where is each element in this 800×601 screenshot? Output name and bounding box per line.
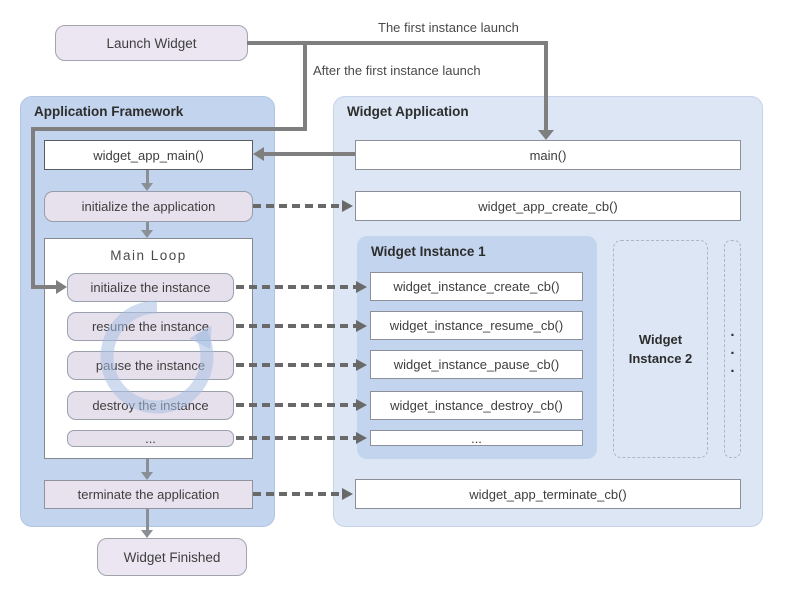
arrowhead-into-initialize-instance xyxy=(56,280,67,294)
dashed-instance-pause xyxy=(236,363,356,367)
arrowhead-init-app xyxy=(141,183,153,191)
loop-step-resume-instance: resume the instance xyxy=(67,312,234,341)
loop-step-ellipsis: ... xyxy=(67,430,234,447)
widget-instance-1-panel: Widget Instance 1 xyxy=(357,236,597,459)
arrowhead-terminate-cb xyxy=(342,488,353,500)
terminate-application-node: terminate the application xyxy=(44,480,253,509)
instance-callback-create: widget_instance_create_cb() xyxy=(370,272,583,301)
arrowhead-main-loop xyxy=(141,230,153,238)
widget-app-terminate-cb-node: widget_app_terminate_cb() xyxy=(355,479,741,509)
connector-main-to-appmain xyxy=(264,152,355,156)
widget-finished-label: Widget Finished xyxy=(123,549,221,565)
after-first-launch-label: After the first instance launch xyxy=(313,63,481,78)
flow-loop-to-terminate xyxy=(146,459,149,472)
connector-after-launch-v1 xyxy=(303,41,307,131)
widget-instance-2-line1: Widget xyxy=(638,331,683,347)
launch-widget-node: Launch Widget xyxy=(55,25,248,61)
flow-init-to-loop xyxy=(146,222,149,230)
dashed-instance-destroy xyxy=(236,403,356,407)
arrowhead-instance-resume xyxy=(356,320,367,332)
instance-callback-destroy: widget_instance_destroy_cb() xyxy=(370,391,583,420)
arrowhead-widget-finished xyxy=(141,530,153,538)
connector-after-launch-h1 xyxy=(31,127,307,131)
widget-instance-2-placeholder: Widget Instance 2 xyxy=(613,240,708,458)
first-launch-label: The first instance launch xyxy=(378,20,519,35)
arrowhead-instance-create xyxy=(356,281,367,293)
launch-widget-label: Launch Widget xyxy=(106,35,197,51)
loop-step-destroy-instance: destroy the instance xyxy=(67,391,234,420)
initialize-application-node: initialize the application xyxy=(44,191,253,222)
main-loop-panel: Main Loop xyxy=(44,238,253,459)
dot: . xyxy=(730,358,735,376)
application-framework-title: Application Framework xyxy=(34,104,184,119)
connector-first-launch-h xyxy=(247,41,548,45)
dot: . xyxy=(730,322,735,340)
arrowhead-into-widget-app-main xyxy=(253,147,264,161)
dot: . xyxy=(730,340,735,358)
connector-first-launch-v xyxy=(544,41,548,131)
arrowhead-instance-ellipsis xyxy=(356,432,367,444)
arrowhead-into-main xyxy=(538,130,554,140)
instance-callback-resume: widget_instance_resume_cb() xyxy=(370,311,583,340)
dashed-create-cb xyxy=(253,204,342,208)
main-node: main() xyxy=(355,140,741,170)
arrowhead-instance-pause xyxy=(356,359,367,371)
dashed-terminate-cb xyxy=(253,492,342,496)
loop-step-initialize-instance: initialize the instance xyxy=(67,273,234,302)
instance-callback-pause: widget_instance_pause_cb() xyxy=(370,350,583,379)
flow-terminate-to-finished xyxy=(146,509,149,530)
instance-callback-ellipsis: ... xyxy=(370,430,583,446)
widget-instance-2-line2: Instance 2 xyxy=(628,351,693,366)
connector-after-launch-v2 xyxy=(31,127,35,289)
widget-instance-1-title: Widget Instance 1 xyxy=(371,244,486,259)
dashed-instance-ellipsis xyxy=(236,436,356,440)
loop-step-pause-instance: pause the instance xyxy=(67,351,234,380)
widget-app-main-node: widget_app_main() xyxy=(44,140,253,170)
more-instances-placeholder: . . . xyxy=(724,240,741,458)
arrowhead-terminate-app xyxy=(141,472,153,480)
widget-finished-node: Widget Finished xyxy=(97,538,247,576)
dashed-instance-resume xyxy=(236,324,356,328)
connector-after-launch-h2 xyxy=(31,285,57,289)
dashed-instance-create xyxy=(236,285,356,289)
arrowhead-instance-destroy xyxy=(356,399,367,411)
widget-application-title: Widget Application xyxy=(347,104,469,119)
widget-app-create-cb-node: widget_app_create_cb() xyxy=(355,191,741,221)
main-loop-title: Main Loop xyxy=(110,248,187,263)
arrowhead-create-cb xyxy=(342,200,353,212)
flow-appmain-to-init xyxy=(146,170,149,183)
